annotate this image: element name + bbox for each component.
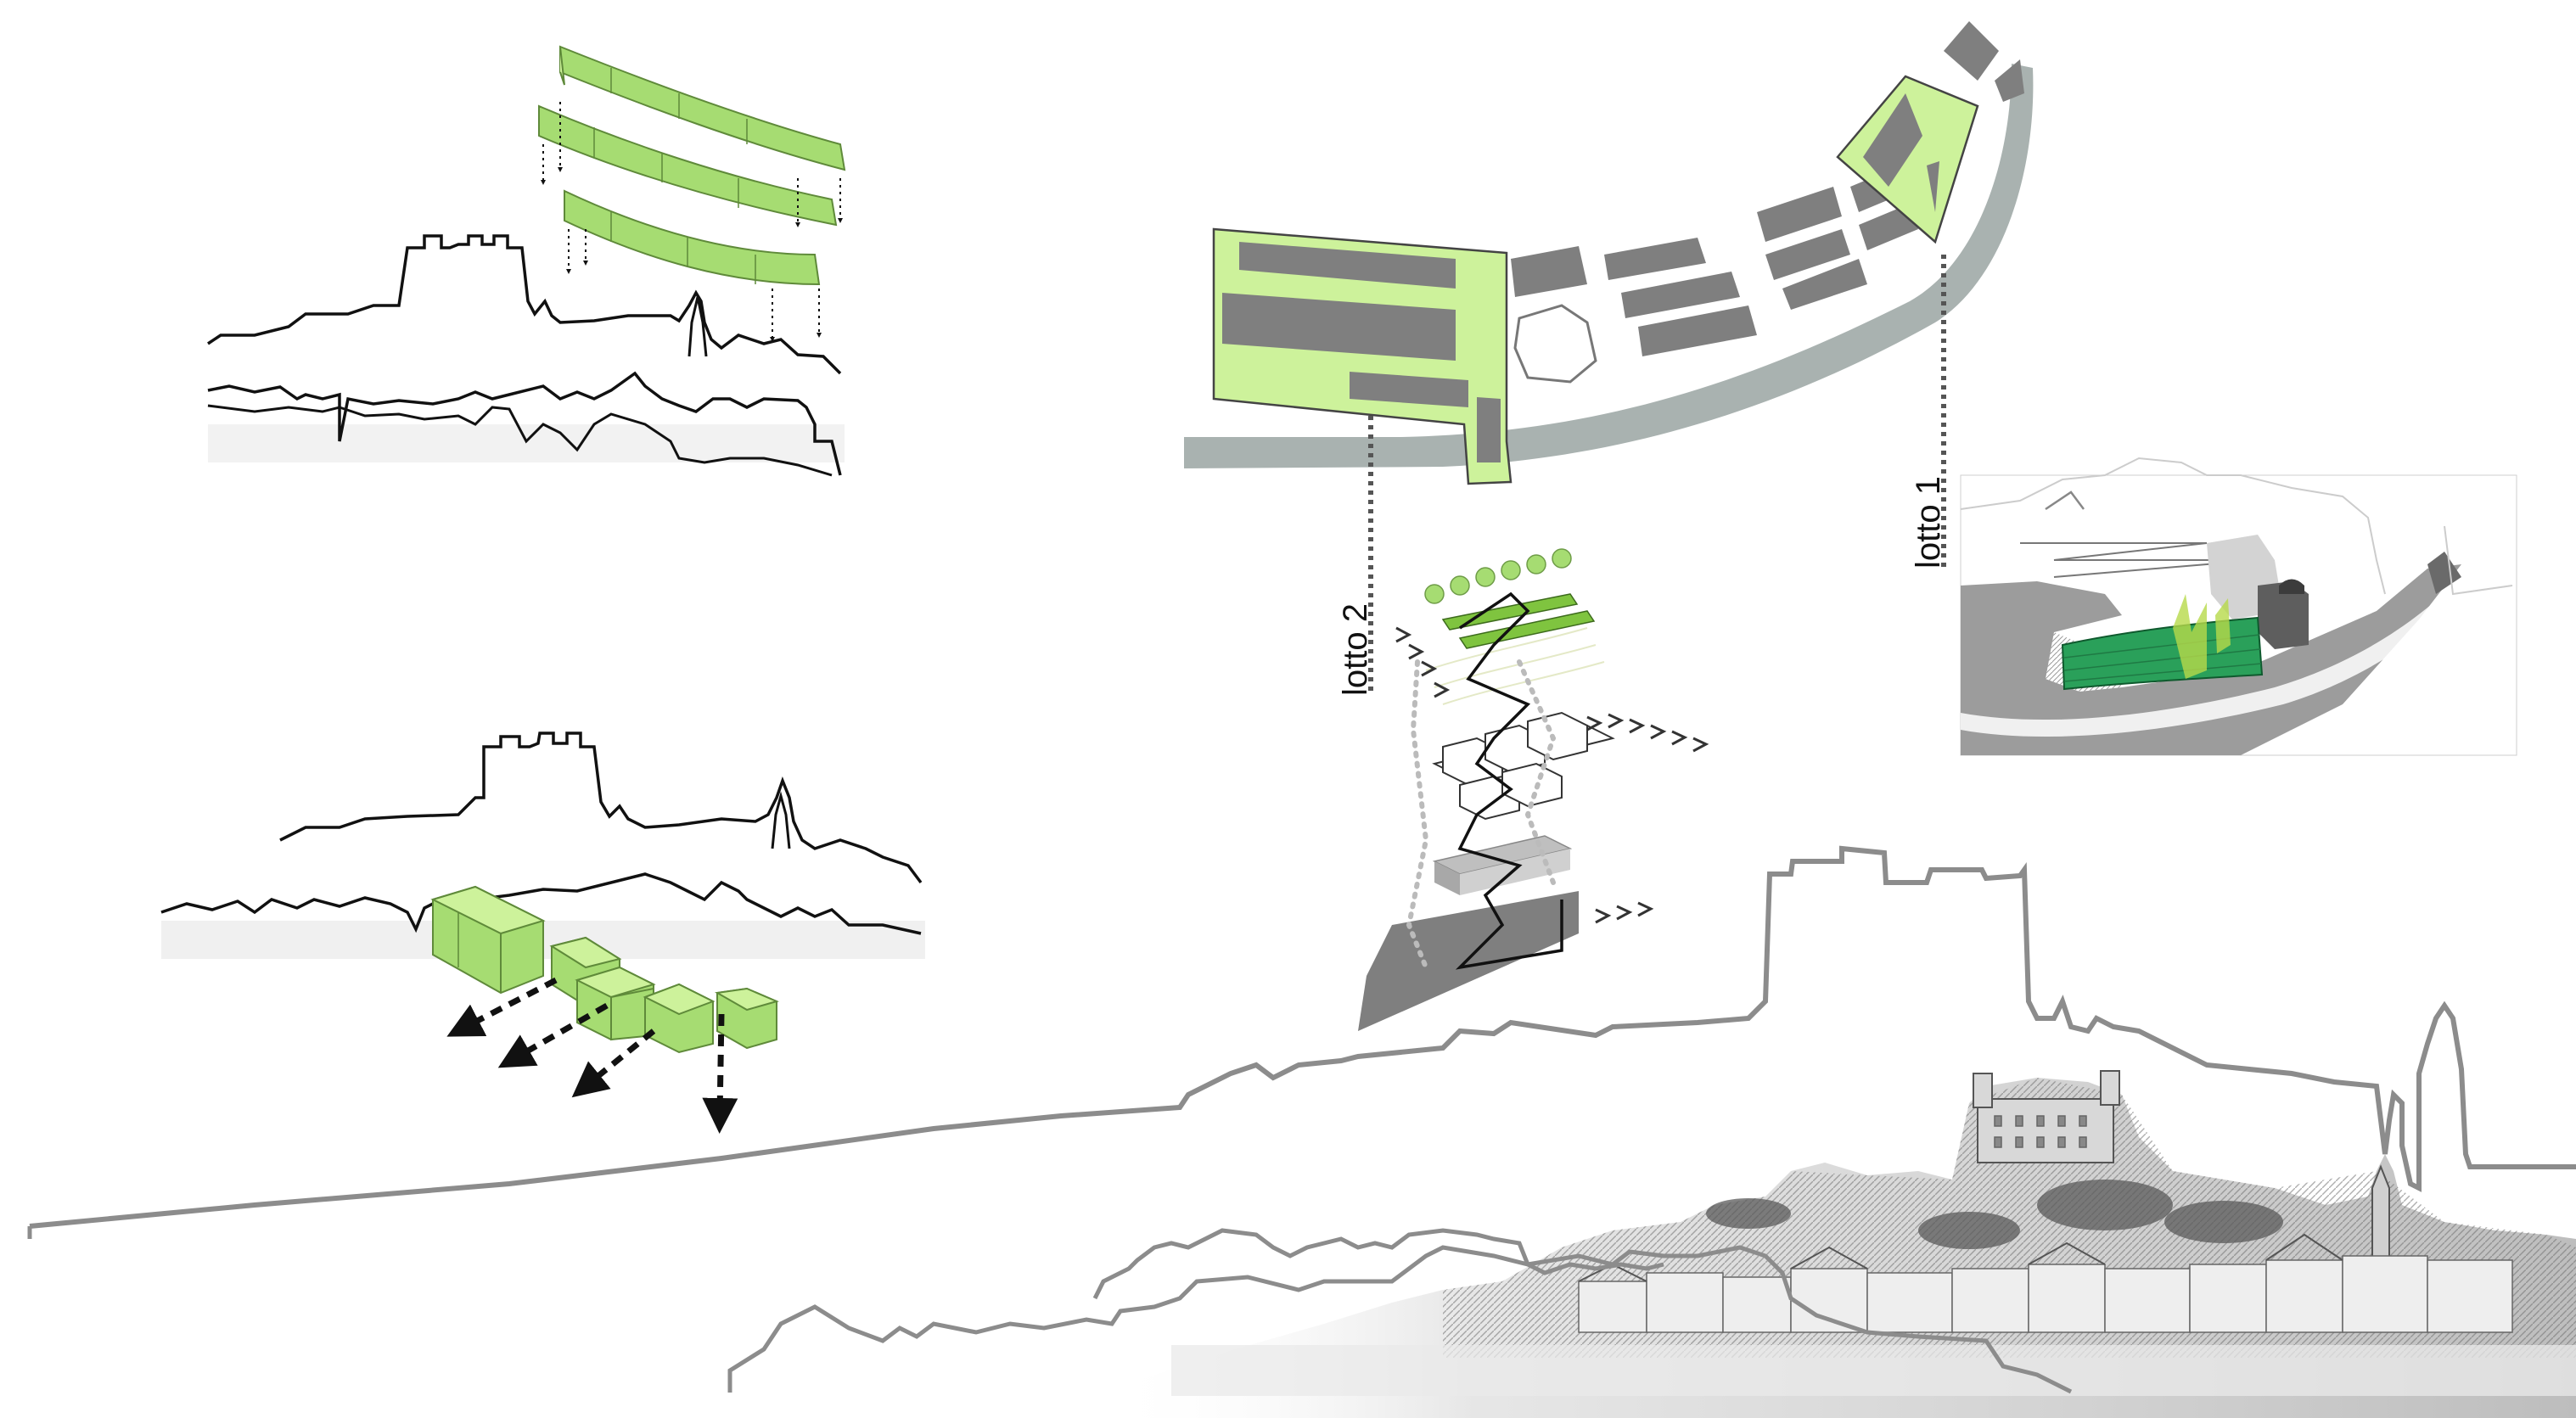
bottom-panorama [27, 845, 2576, 1418]
castle-skyline-outline [279, 731, 923, 884]
green-slab-top [559, 45, 846, 171]
plinth-layer [1432, 835, 1573, 895]
chevron-arrow-icon [1637, 901, 1654, 917]
exploded-axonometric [1358, 548, 1709, 1031]
chevron-arrow-icon [1616, 905, 1633, 921]
lotto-1-label: lotto 1 [1910, 476, 1947, 569]
lotto-2-label: lotto 2 [1337, 603, 1374, 696]
green-slab-middle [538, 104, 838, 227]
site-plan: lotto 2 lotto 1 [1184, 21, 2034, 696]
lotto-2-site-area [1212, 227, 1512, 485]
church-spire-outline [687, 296, 708, 357]
skyline-diagram-middle-left [160, 731, 925, 1134]
green-building-block-1 [430, 885, 546, 995]
chevron-arrow-icon [1434, 681, 1451, 698]
green-slab-bottom [564, 189, 821, 286]
dotted-connector-path [1406, 659, 1429, 970]
lotto-1-render [1960, 457, 2517, 756]
urban-blocks [1511, 21, 2024, 356]
river-etching [1171, 1345, 2576, 1396]
ground-slab [1358, 891, 1579, 1031]
tree-row [1424, 548, 1572, 604]
upper-skyline-outline [1092, 1228, 1664, 1300]
long-skyline-outline [29, 845, 2576, 1229]
castle-skyline-outline [207, 234, 842, 375]
movement-arrows [446, 977, 738, 1134]
green-glass-building [2061, 616, 2264, 691]
tree-icon [1475, 567, 1496, 587]
dotted-connector-path-2 [1517, 659, 1557, 885]
city-rooftops-outline [207, 371, 842, 476]
chevron-arrow-icon [1671, 730, 1688, 746]
drop-lines [541, 102, 843, 342]
green-building-block-3 [575, 966, 656, 1041]
ground-texture [208, 424, 845, 462]
chevron-arrows-left [1395, 626, 1451, 698]
embankment-road [1184, 64, 2034, 468]
church-spire-outline [771, 791, 791, 849]
landscape-contours [1425, 627, 1605, 705]
mid-skyline-outline [727, 1245, 2073, 1394]
tree-icon [1424, 584, 1445, 604]
lotto-1-site-area [1836, 75, 1979, 244]
tree-icon [1501, 560, 1521, 580]
lotto-1-buildings [1863, 93, 1939, 212]
city-rooftops-outline [160, 872, 922, 935]
green-building-block-5 [714, 987, 779, 1050]
chevron-arrow-icon [1595, 908, 1612, 924]
tree-masses [1706, 1180, 2283, 1249]
tree-icon [1526, 554, 1546, 574]
chevron-arrow-icon [1408, 643, 1425, 660]
chevron-arrow-icon [1421, 660, 1438, 677]
green-building-block-4 [643, 983, 716, 1054]
chevron-arrow-icon [1608, 713, 1625, 729]
chevron-arrow-icon [1692, 737, 1709, 753]
church-tower-etching [2371, 1164, 2390, 1265]
townhouse-row-etching [1578, 1255, 2513, 1333]
tree-icon [1552, 548, 1572, 569]
lotto-2-buildings [1222, 242, 1501, 462]
chevron-arrow-icon [1629, 718, 1646, 734]
chevron-arrow-icon [1586, 715, 1603, 731]
roundabout [1513, 304, 1597, 384]
chevron-arrows-right-lower [1595, 901, 1654, 924]
skyline-diagram-top-left [207, 45, 846, 477]
building-floor-layer [1432, 711, 1615, 821]
chevron-arrow-icon [1650, 724, 1667, 740]
castle-etching [1973, 1070, 2120, 1163]
chevron-arrow-icon [1395, 626, 1412, 643]
circulation-path [1455, 591, 1563, 970]
chevron-arrows-right-upper [1586, 713, 1709, 753]
green-roof-layer [1441, 593, 1596, 649]
city-rooftops-lower [207, 404, 833, 477]
tree-icon [1450, 575, 1470, 596]
